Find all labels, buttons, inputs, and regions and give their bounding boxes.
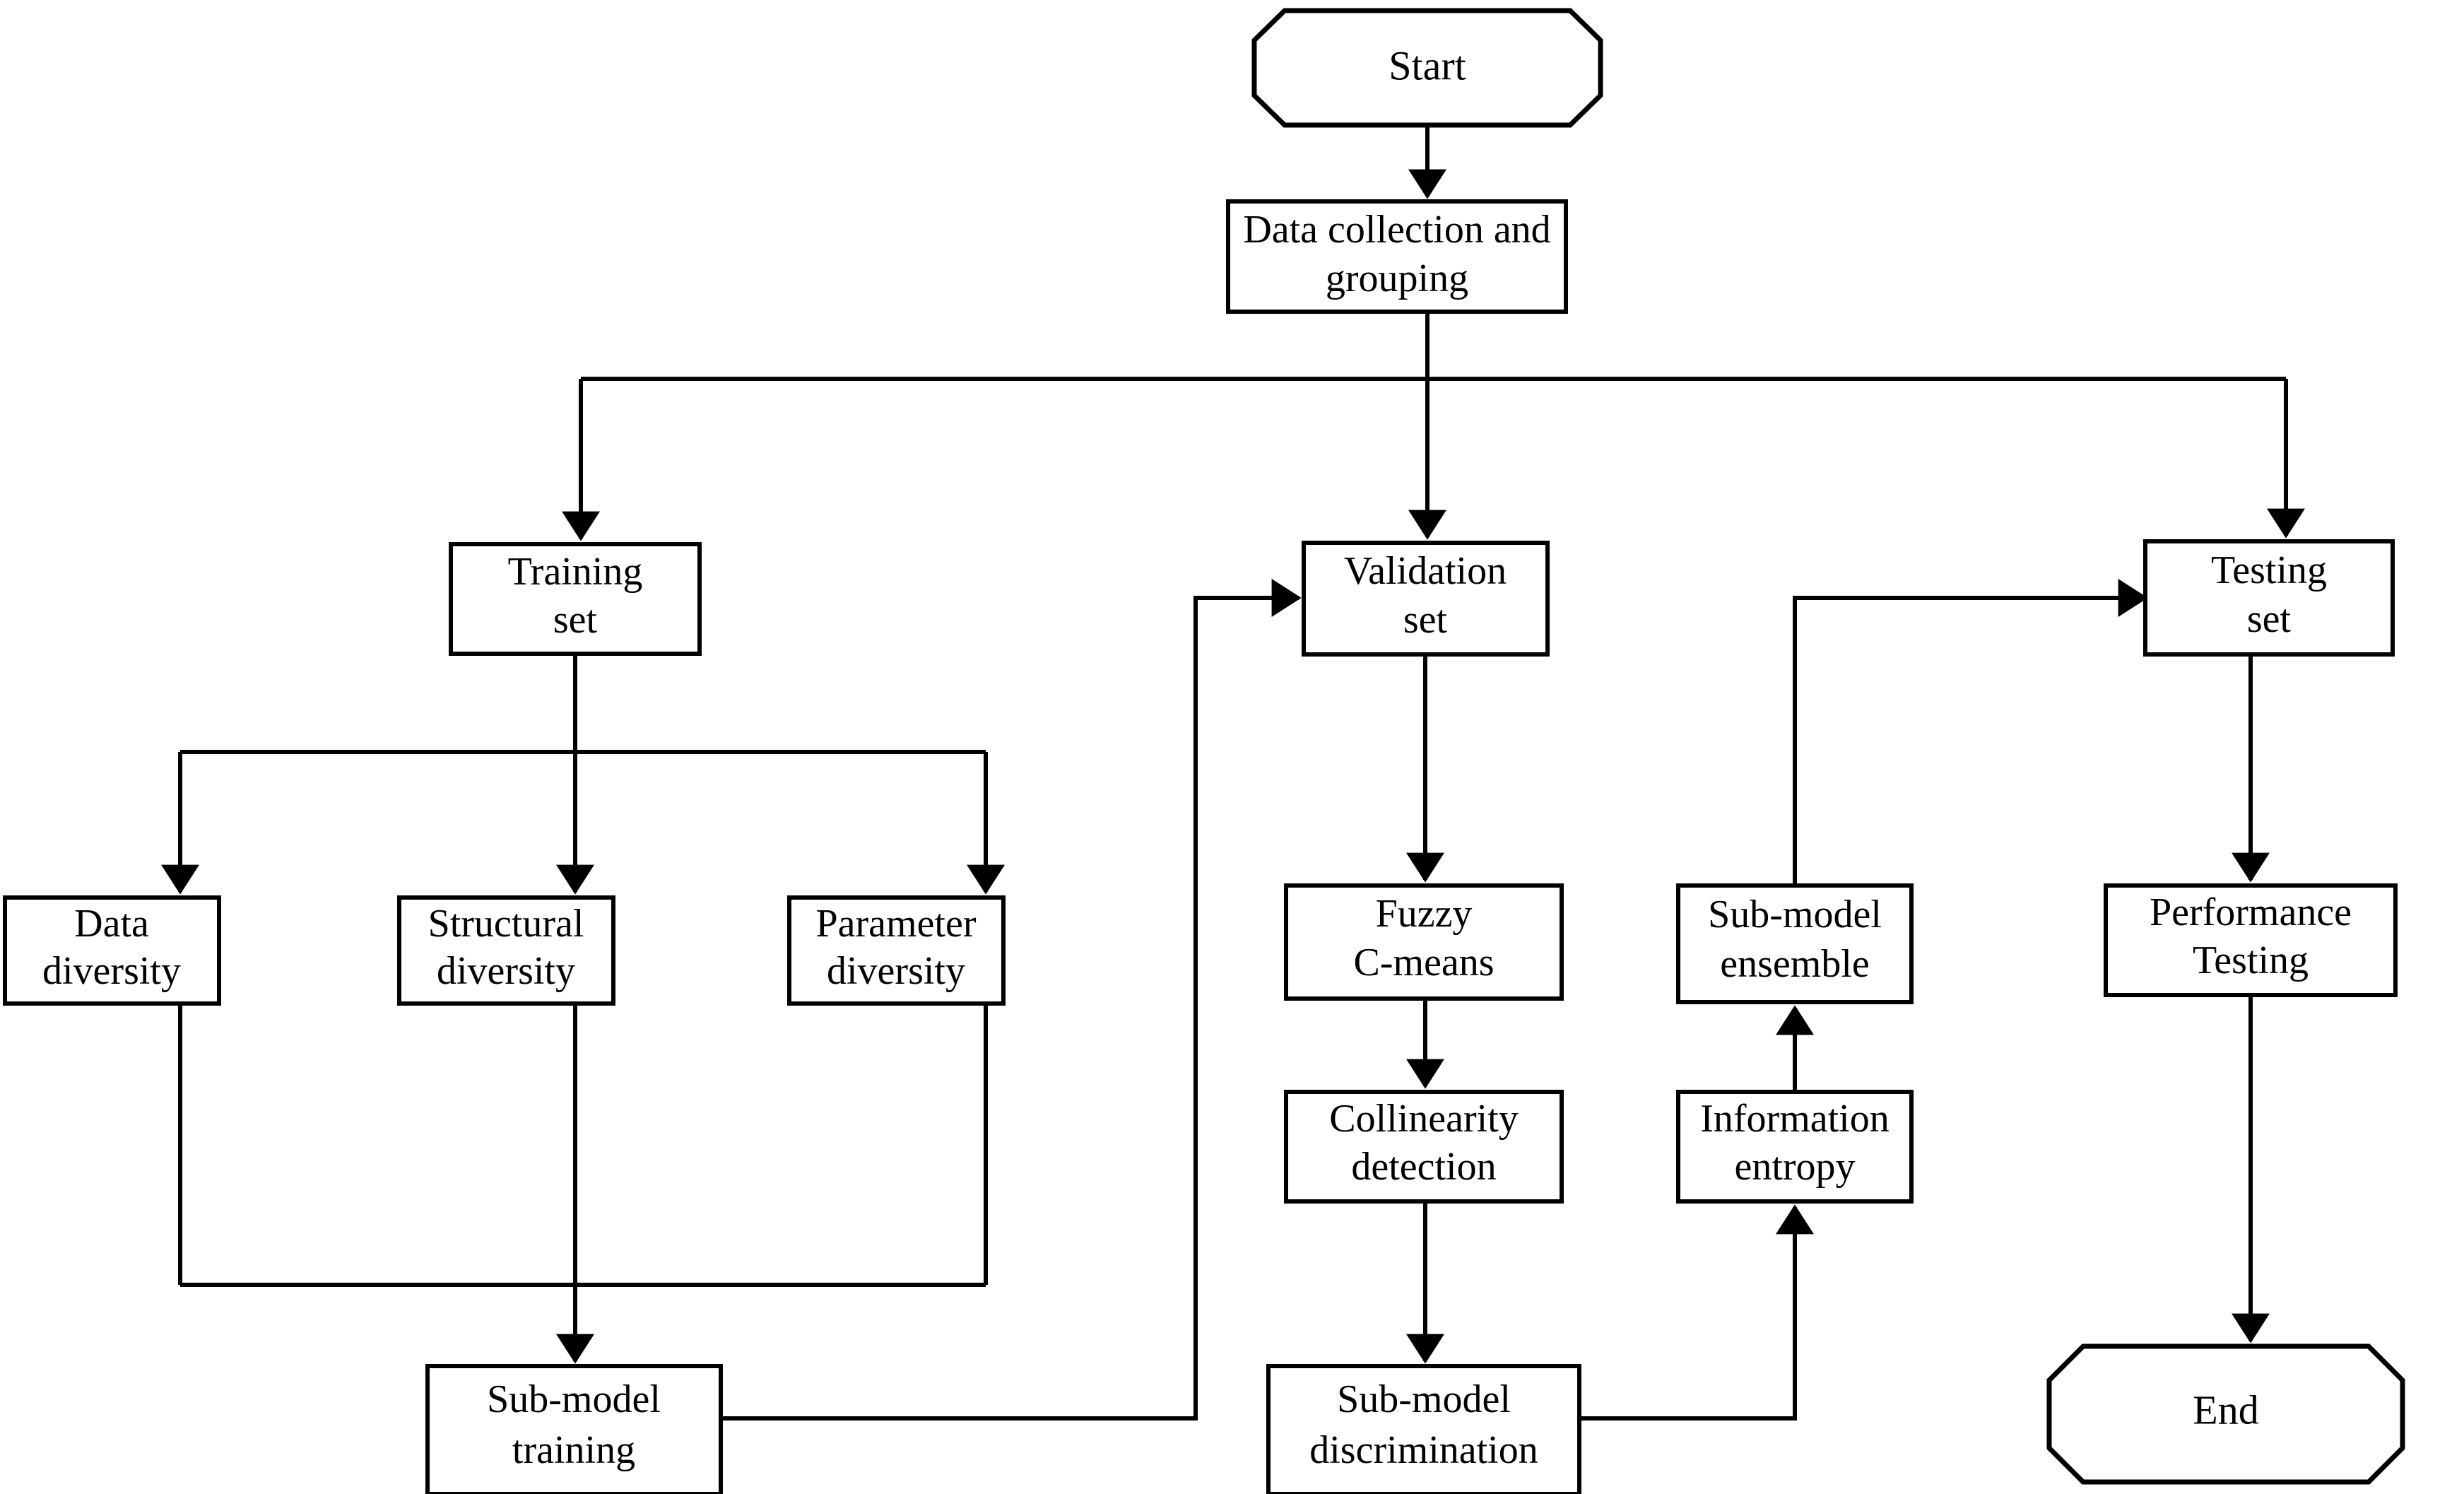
fuzzy-cmeans-label-line1: Fuzzy xyxy=(1376,892,1473,936)
structural-diversity-label-line1: Structural xyxy=(428,902,584,946)
information-entropy-label-line1: Information xyxy=(1700,1097,1889,1141)
submodel-ensemble-label-line2: ensemble xyxy=(1720,942,1869,986)
node-testing-set[interactable]: Testing set xyxy=(2143,539,2395,657)
submodel-training-box xyxy=(425,1364,723,1494)
node-end[interactable]: End xyxy=(2046,1343,2405,1485)
data-diversity-box xyxy=(3,895,221,1006)
submodel-ensemble-label-line1: Sub-model xyxy=(1708,893,1882,936)
node-layer: Start Data collection and grouping Train… xyxy=(3,8,2405,1494)
node-start[interactable]: Start xyxy=(1251,8,1603,128)
validation-set-box xyxy=(1302,541,1550,657)
submodel-discrimination-label-line1: Sub-model xyxy=(1337,1377,1511,1421)
node-training-set[interactable]: Training set xyxy=(449,542,702,656)
submodel-discrimination-box xyxy=(1266,1364,1581,1494)
parameter-diversity-label-line1: Parameter xyxy=(816,902,977,946)
data-collection-label-line1: Data collection and xyxy=(1243,208,1550,252)
collinearity-detection-label-line1: Collinearity xyxy=(1329,1097,1519,1141)
edge-submodel-discrimination-to-information-entropy xyxy=(1579,1204,1814,1421)
edge-submodel-ensemble-to-testing-set xyxy=(1793,579,2148,886)
testing-set-box xyxy=(2143,539,2395,657)
submodel-training-label-line2: training xyxy=(512,1428,635,1472)
start-label: Start xyxy=(1389,42,1466,88)
performance-testing-label-line2: Testing xyxy=(2193,939,2309,982)
performance-testing-label-line1: Performance xyxy=(2150,890,2352,934)
validation-set-label-line2: set xyxy=(1403,598,1448,642)
node-submodel-discrimination[interactable]: Sub-model discrimination xyxy=(1266,1364,1581,1494)
start-octagon xyxy=(1251,8,1603,128)
node-validation-set[interactable]: Validation set xyxy=(1302,541,1550,657)
training-set-box xyxy=(449,542,702,656)
submodel-ensemble-box xyxy=(1676,883,1914,1004)
end-label: End xyxy=(2193,1387,2258,1433)
performance-testing-box xyxy=(2104,883,2398,997)
submodel-discrimination-label-line2: discrimination xyxy=(1309,1428,1538,1472)
training-set-label-line1: Training xyxy=(508,550,643,594)
node-submodel-training[interactable]: Sub-model training xyxy=(425,1364,723,1494)
data-collection-box xyxy=(1226,199,1568,314)
information-entropy-label-line2: entropy xyxy=(1734,1145,1855,1189)
node-performance-testing[interactable]: Performance Testing xyxy=(2104,883,2398,997)
end-octagon xyxy=(2046,1343,2405,1485)
structural-diversity-label-line2: diversity xyxy=(437,949,575,993)
collinearity-detection-label-line2: detection xyxy=(1351,1145,1496,1189)
node-structural-diversity[interactable]: Structural diversity xyxy=(397,895,615,1006)
testing-set-label-line2: set xyxy=(2247,597,2292,641)
node-collinearity-detection[interactable]: Collinearity detection xyxy=(1284,1090,1564,1204)
node-data-diversity[interactable]: Data diversity xyxy=(3,895,221,1006)
fuzzy-cmeans-box xyxy=(1284,883,1564,1001)
data-diversity-label-line1: Data xyxy=(74,902,149,946)
node-submodel-ensemble[interactable]: Sub-model ensemble xyxy=(1676,883,1914,1004)
edge-submodel-training-to-validation-set xyxy=(721,579,1302,1421)
node-information-entropy[interactable]: Information entropy xyxy=(1676,1090,1914,1204)
submodel-training-label-line1: Sub-model xyxy=(487,1377,661,1421)
data-diversity-label-line2: diversity xyxy=(42,949,181,993)
parameter-diversity-label-line2: diversity xyxy=(827,949,965,993)
training-set-label-line2: set xyxy=(553,598,598,642)
node-parameter-diversity[interactable]: Parameter diversity xyxy=(787,895,1006,1006)
edge-layer xyxy=(161,125,2305,1421)
node-data-collection[interactable]: Data collection and grouping xyxy=(1226,199,1568,314)
information-entropy-box xyxy=(1676,1090,1914,1204)
fuzzy-cmeans-label-line2: C-means xyxy=(1353,941,1494,984)
testing-set-label-line1: Testing xyxy=(2211,548,2327,592)
parameter-diversity-box xyxy=(787,895,1006,1006)
collinearity-detection-box xyxy=(1284,1090,1564,1204)
data-collection-label-line2: grouping xyxy=(1326,257,1468,300)
node-fuzzy-cmeans[interactable]: Fuzzy C-means xyxy=(1284,883,1564,1001)
validation-set-label-line1: Validation xyxy=(1344,549,1507,593)
structural-diversity-box xyxy=(397,895,615,1006)
